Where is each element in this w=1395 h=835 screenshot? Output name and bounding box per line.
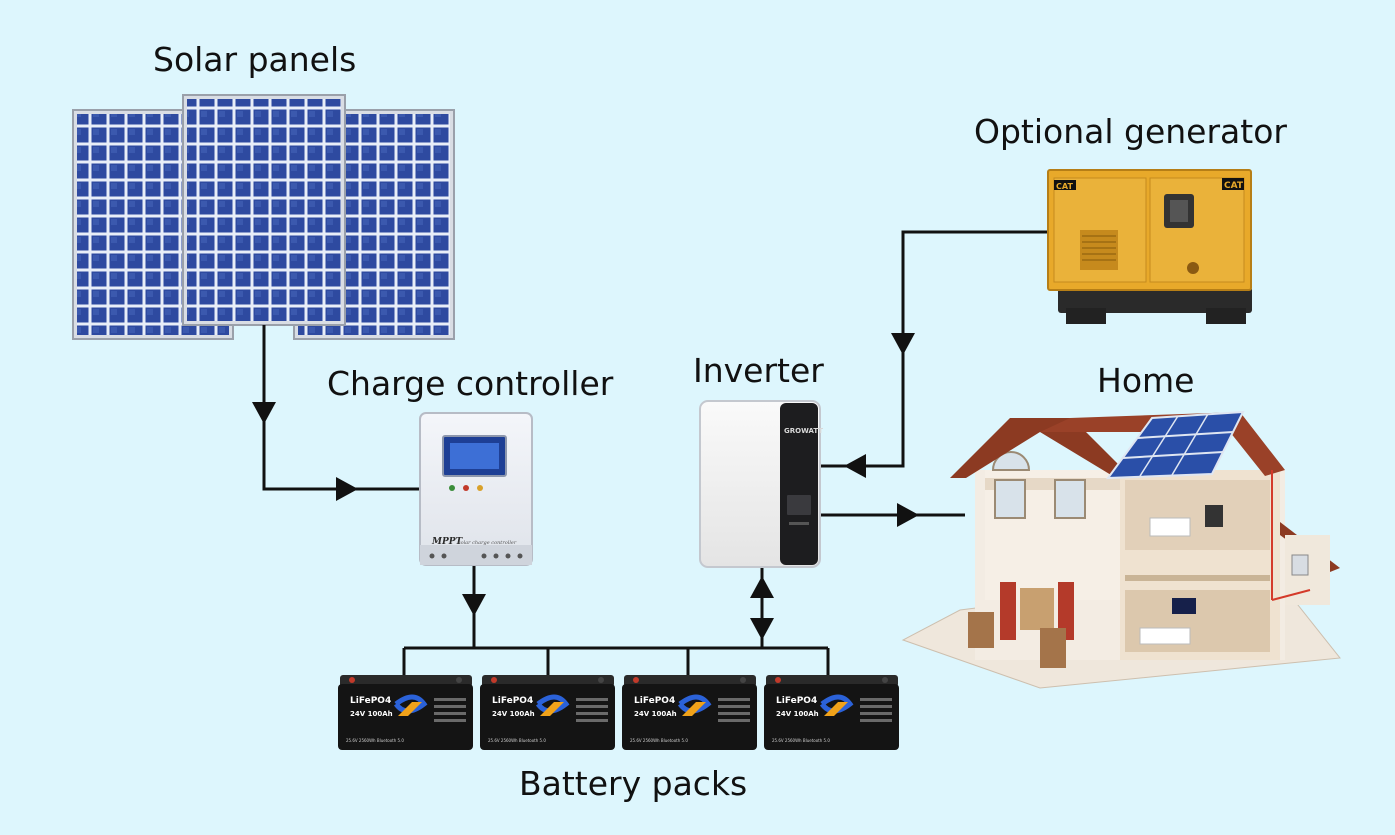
charge-controller-device: MPPT solar charge controller [419, 412, 533, 566]
arrow-down-icon [462, 594, 486, 616]
battery-bus [402, 646, 830, 675]
arrow-down-icon [750, 618, 774, 640]
wire-panels-to-controller [262, 325, 420, 491]
battery-chem-text: LiFePO4 [492, 696, 533, 706]
generator-brand-text-right: CAT [1224, 181, 1244, 191]
home-label: Home [1097, 361, 1195, 400]
house-roof-left [950, 418, 1132, 478]
battery-pack: LiFePO4 24V 100Ah 25.6V 2560Wh Bluetooth 5… [764, 675, 899, 750]
generator-device: CAT CAT [1047, 169, 1252, 324]
optional-generator-label: Optional generator [974, 112, 1287, 151]
battery-spec-text: 25.6V 2560Wh Bluetooth 5.0 [630, 738, 688, 743]
battery-chem-text: LiFePO4 [350, 696, 391, 706]
battery-rating-text: 24V 100Ah [492, 710, 535, 718]
arrow-down-icon [252, 402, 276, 424]
inverter-device: GROWATT [699, 400, 823, 568]
battery-logo-icon [535, 694, 570, 716]
controller-caption-text: solar charge controller [458, 540, 517, 546]
generator-brand-text-left: CAT [1056, 182, 1073, 191]
battery-chem-text: LiFePO4 [776, 696, 817, 706]
arrow-up-icon [750, 576, 774, 598]
flow-arrows [252, 333, 919, 640]
controller-brand-text: MPPT [431, 537, 463, 547]
arrow-right-icon [897, 503, 919, 527]
battery-spec-text: 25.6V 2560Wh Bluetooth 5.0 [346, 738, 404, 743]
charge-controller-label: Charge controller [327, 364, 614, 403]
roof-solar-array [1105, 410, 1245, 480]
home-house [901, 410, 1341, 689]
battery-pack: LiFePO4 24V 100Ah 25.6V 2560Wh Bluetooth 5… [622, 675, 757, 750]
battery-packs: LiFePO4 24V 100Ah 25.6V 2560Wh Bluetooth 5… [338, 675, 899, 750]
arrow-right-icon [336, 477, 358, 501]
inverter-brand-text: GROWATT [784, 427, 823, 435]
battery-pack: LiFePO4 24V 100Ah 25.6V 2560Wh Bluetooth 5… [338, 675, 473, 750]
battery-logo-icon [819, 694, 854, 716]
battery-logo-icon [677, 694, 712, 716]
battery-rating-text: 24V 100Ah [350, 710, 393, 718]
solar-panel-center [182, 94, 346, 326]
solar-panels [72, 94, 455, 340]
battery-rating-text: 24V 100Ah [776, 710, 819, 718]
battery-logo-icon [393, 694, 428, 716]
battery-spec-text: 25.6V 2560Wh Bluetooth 5.0 [488, 738, 546, 743]
inverter-label: Inverter [693, 351, 824, 390]
battery-packs-label: Battery packs [519, 764, 748, 803]
battery-chem-text: LiFePO4 [634, 696, 675, 706]
arrow-down-icon [891, 333, 915, 355]
arrow-left-icon [844, 454, 866, 478]
battery-spec-text: 25.6V 2560Wh Bluetooth 5.0 [772, 738, 830, 743]
battery-rating-text: 24V 100Ah [634, 710, 677, 718]
battery-pack: LiFePO4 24V 100Ah 25.6V 2560Wh Bluetooth 5… [480, 675, 615, 750]
solar-panels-label: Solar panels [153, 40, 357, 79]
